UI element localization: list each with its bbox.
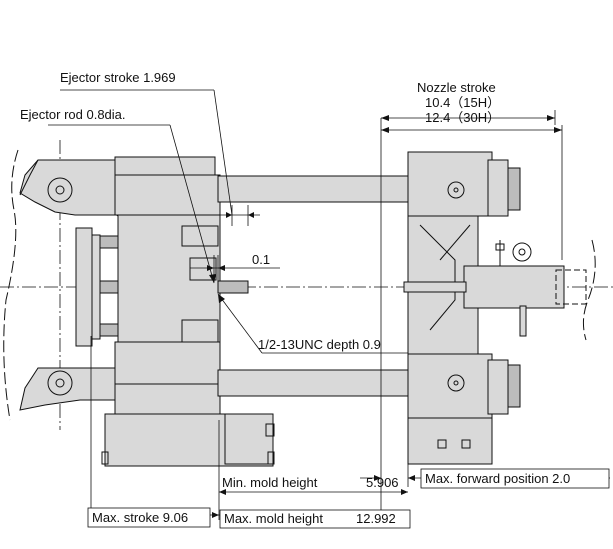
upper-tie-bar xyxy=(217,175,409,203)
nozzle-stroke-title: Nozzle stroke xyxy=(417,80,496,95)
max-stroke-box xyxy=(87,507,211,528)
max-mold-height-label: Max. mold height xyxy=(224,511,323,526)
max-mold-height-value: 12.992 xyxy=(356,511,396,526)
thread-leader xyxy=(217,293,408,354)
max-mold-height-box xyxy=(219,509,411,529)
lower-toggle-arm xyxy=(19,367,116,411)
max-stroke-label: Max. stroke 9.06 xyxy=(92,510,188,525)
stationary-platen xyxy=(407,151,521,465)
nozzle-stroke-30h: 12.4（30H） xyxy=(425,110,500,125)
ejector-stroke-label: Ejector stroke 1.969 xyxy=(60,70,176,85)
gap-label: 0.1 xyxy=(252,252,270,267)
gap-dimension xyxy=(190,255,280,282)
max-forward-label: Max. forward position 2.0 xyxy=(425,471,570,486)
nozzle-cylinder xyxy=(403,240,587,337)
lower-tie-bar xyxy=(217,369,409,397)
ejector-stroke-dimension xyxy=(60,89,260,226)
clamp-base xyxy=(101,413,275,467)
upper-toggle-arm xyxy=(19,159,116,216)
nozzle-stroke-dimension xyxy=(380,110,563,487)
ejector-rod-label: Ejector rod 0.8dia. xyxy=(20,107,126,122)
max-forward-box xyxy=(420,468,610,489)
thread-label: 1/2-13UNC depth 0.9 xyxy=(258,337,381,352)
nozzle-stroke-15h: 10.4（15H） xyxy=(425,95,500,110)
min-mold-height-value: 5.906 xyxy=(366,475,399,490)
moving-platen xyxy=(114,156,249,421)
min-mold-height-label: Min. mold height xyxy=(222,475,318,490)
